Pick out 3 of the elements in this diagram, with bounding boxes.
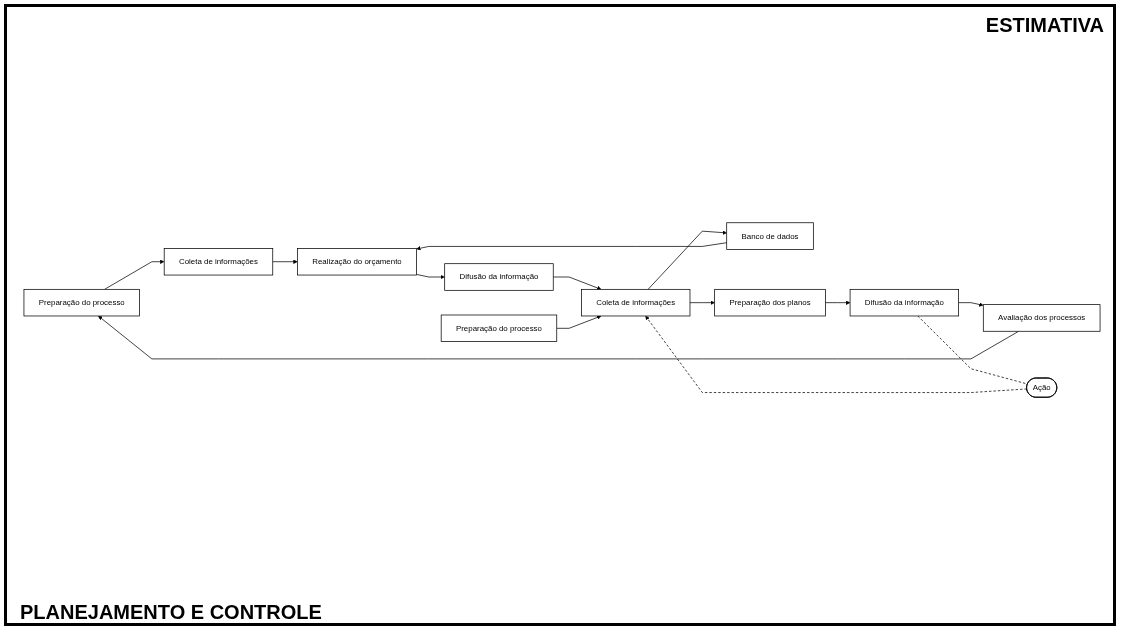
region-label: PLANEJAMENTO E CONTROLE: [20, 601, 322, 624]
connector: [917, 315, 1028, 385]
region-label: ESTIMATIVA: [985, 14, 1104, 37]
